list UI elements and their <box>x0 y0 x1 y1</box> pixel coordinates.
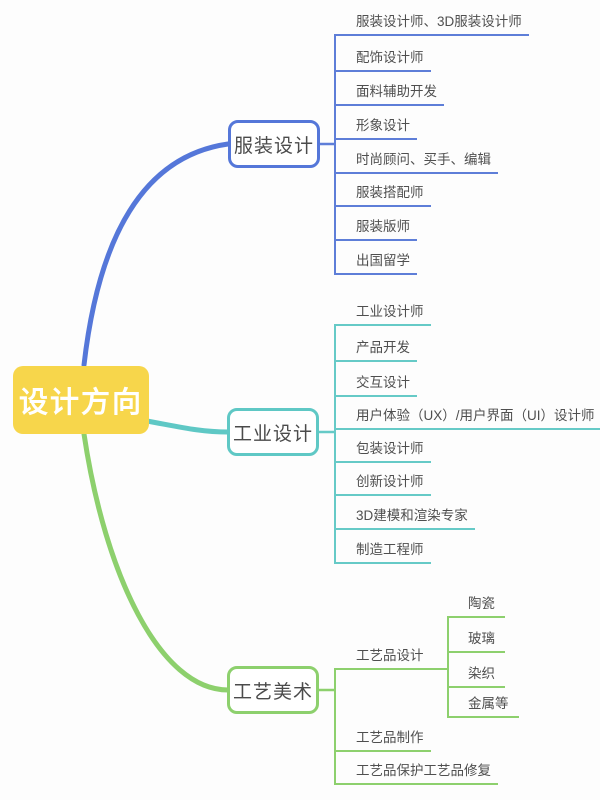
leaf-node[interactable]: 时尚顾问、买手、编辑 <box>334 148 498 174</box>
root-node[interactable]: 设计方向 <box>13 366 149 434</box>
leaf-node[interactable]: 用户体验（UX）/用户界面（UI）设计师 <box>334 404 600 430</box>
branch-node-craft-art[interactable]: 工艺美术 <box>227 666 319 714</box>
branch-curve-craft <box>81 431 231 693</box>
branch-curve-industrial <box>144 418 231 435</box>
subleaf-node[interactable]: 金属等 <box>447 692 519 718</box>
leaf-node[interactable]: 工艺品保护工艺品修复 <box>334 759 498 785</box>
leaf-node[interactable]: 工艺品设计 <box>334 644 449 670</box>
leaf-node[interactable]: 服装设计师、3D服装设计师 <box>334 10 529 36</box>
branch-node-label: 工业设计 <box>232 423 313 445</box>
branch-curve-fashion <box>81 141 231 368</box>
branch-node-label: 服装设计 <box>233 135 314 157</box>
leaf-node[interactable]: 出国留学 <box>334 249 417 275</box>
branch-node-industrial-design[interactable]: 工业设计 <box>227 408 319 456</box>
leaf-node[interactable]: 配饰设计师 <box>334 46 431 72</box>
subleaf-node[interactable]: 染织 <box>447 662 505 688</box>
leaf-node[interactable]: 创新设计师 <box>334 470 431 496</box>
leaf-node[interactable]: 服装搭配师 <box>334 181 431 207</box>
subleaf-node[interactable]: 陶瓷 <box>447 592 505 618</box>
leaf-node[interactable]: 工艺品制作 <box>334 726 431 752</box>
branch-node-fashion-design[interactable]: 服装设计 <box>228 120 320 168</box>
leaf-node[interactable]: 包装设计师 <box>334 437 431 463</box>
leaf-node[interactable]: 服装版师 <box>334 215 417 241</box>
leaf-node[interactable]: 制造工程师 <box>334 538 431 564</box>
branch-node-label: 工艺美术 <box>232 681 313 703</box>
leaf-node[interactable]: 面料辅助开发 <box>334 80 444 106</box>
leaf-node[interactable]: 3D建模和渲染专家 <box>334 504 475 530</box>
leaf-node[interactable]: 交互设计 <box>334 371 417 397</box>
subleaf-node[interactable]: 玻璃 <box>447 627 505 653</box>
root-node-label: 设计方向 <box>18 387 143 419</box>
leaf-node[interactable]: 形象设计 <box>334 114 417 140</box>
leaf-node[interactable]: 工业设计师 <box>334 300 431 326</box>
leaf-node[interactable]: 产品开发 <box>334 336 417 362</box>
